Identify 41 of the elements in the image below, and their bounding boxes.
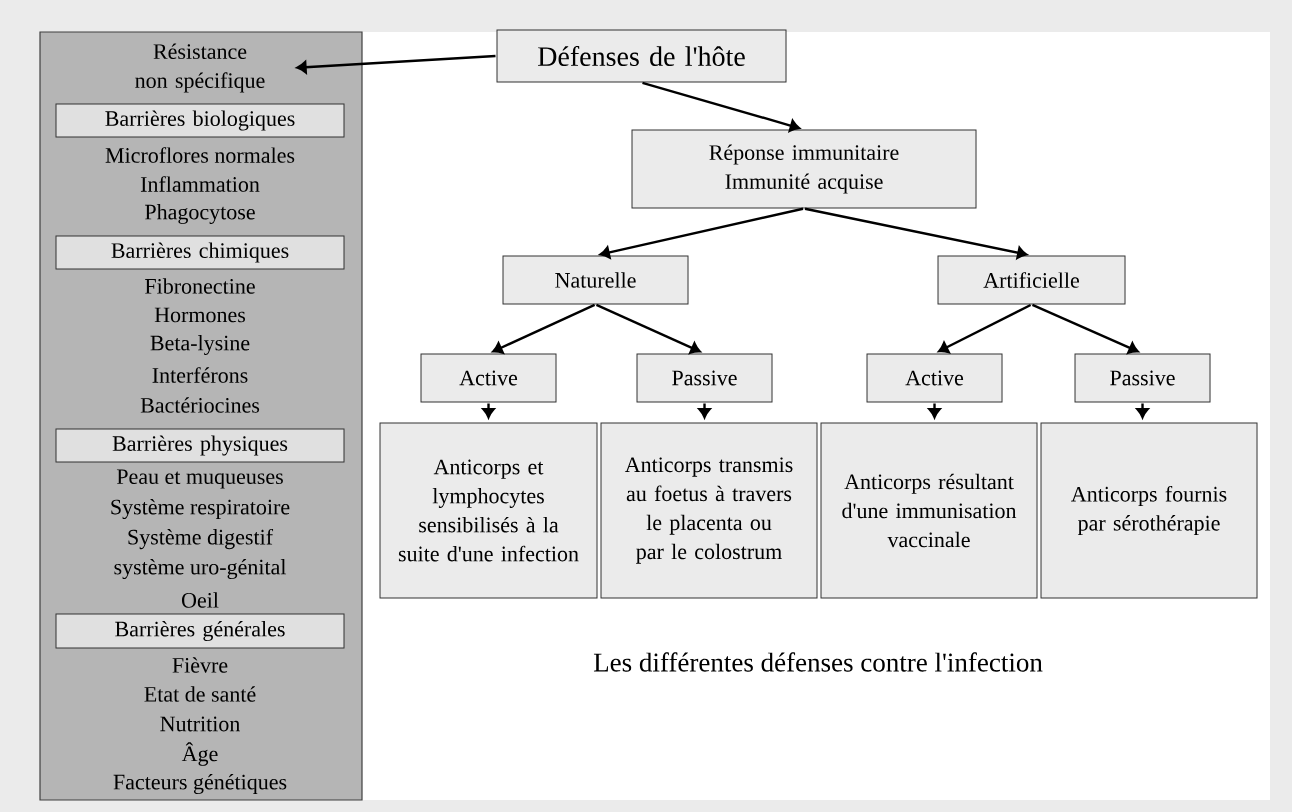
list-item: Nutrition [160,716,240,732]
root-box: Défenses de l'hôte [496,29,787,83]
process-box: Naturelle [502,255,689,305]
result-box: Anticorps transmis au foetus à travers le placenta ou par le colostrum [600,422,818,599]
category-box: Barrières générales [55,613,345,649]
list-item: Interférons [152,367,248,383]
process-box: Réponse immunitaire Immunité acquise [631,129,977,209]
arrow [698,403,711,419]
process-box: Active [866,353,1003,403]
category-box: Barrières physiques [55,428,345,463]
arrow [492,303,596,354]
arrow [595,303,701,354]
result-box: Anticorps résultant d'une immunisation vaccinale [820,422,1038,599]
arrow [938,303,1032,354]
list-item: système uro-génital [114,559,287,580]
arrow [1136,403,1149,419]
panel-heading: Résistance non spécifique [135,43,265,93]
list-item: Facteurs génétiques [113,774,287,795]
arrow [482,403,495,419]
list-item: Etat de santé [144,686,256,702]
list-item: Système respiratoire [111,499,290,520]
category-box: Barrières chimiques [55,235,345,270]
list-item: Beta-lysine [150,335,250,355]
arrow [296,54,496,74]
arrow [599,207,804,259]
result-box: Anticorps et lymphocytes sensibilisés à la suite d'une infection [379,422,598,599]
arrow [804,207,1028,259]
process-box: Passive [636,353,773,403]
arrow [928,403,941,419]
list-item: Système digestif [128,528,274,550]
caption: Les différentes défenses contre l'infection [593,652,1043,672]
result-box: Anticorps fournis par sérothérapie [1040,422,1258,599]
arrow [1031,303,1139,354]
process-box: Active [420,353,557,403]
list-item: Âge [181,742,218,766]
list-item: Inflammation [140,176,260,192]
arrow [642,81,800,132]
list-item: Hormones [154,307,246,323]
process-box: Artificielle [937,255,1126,305]
process-box: Passive [1074,353,1211,403]
category-box: Barrières biologiques [55,103,345,138]
